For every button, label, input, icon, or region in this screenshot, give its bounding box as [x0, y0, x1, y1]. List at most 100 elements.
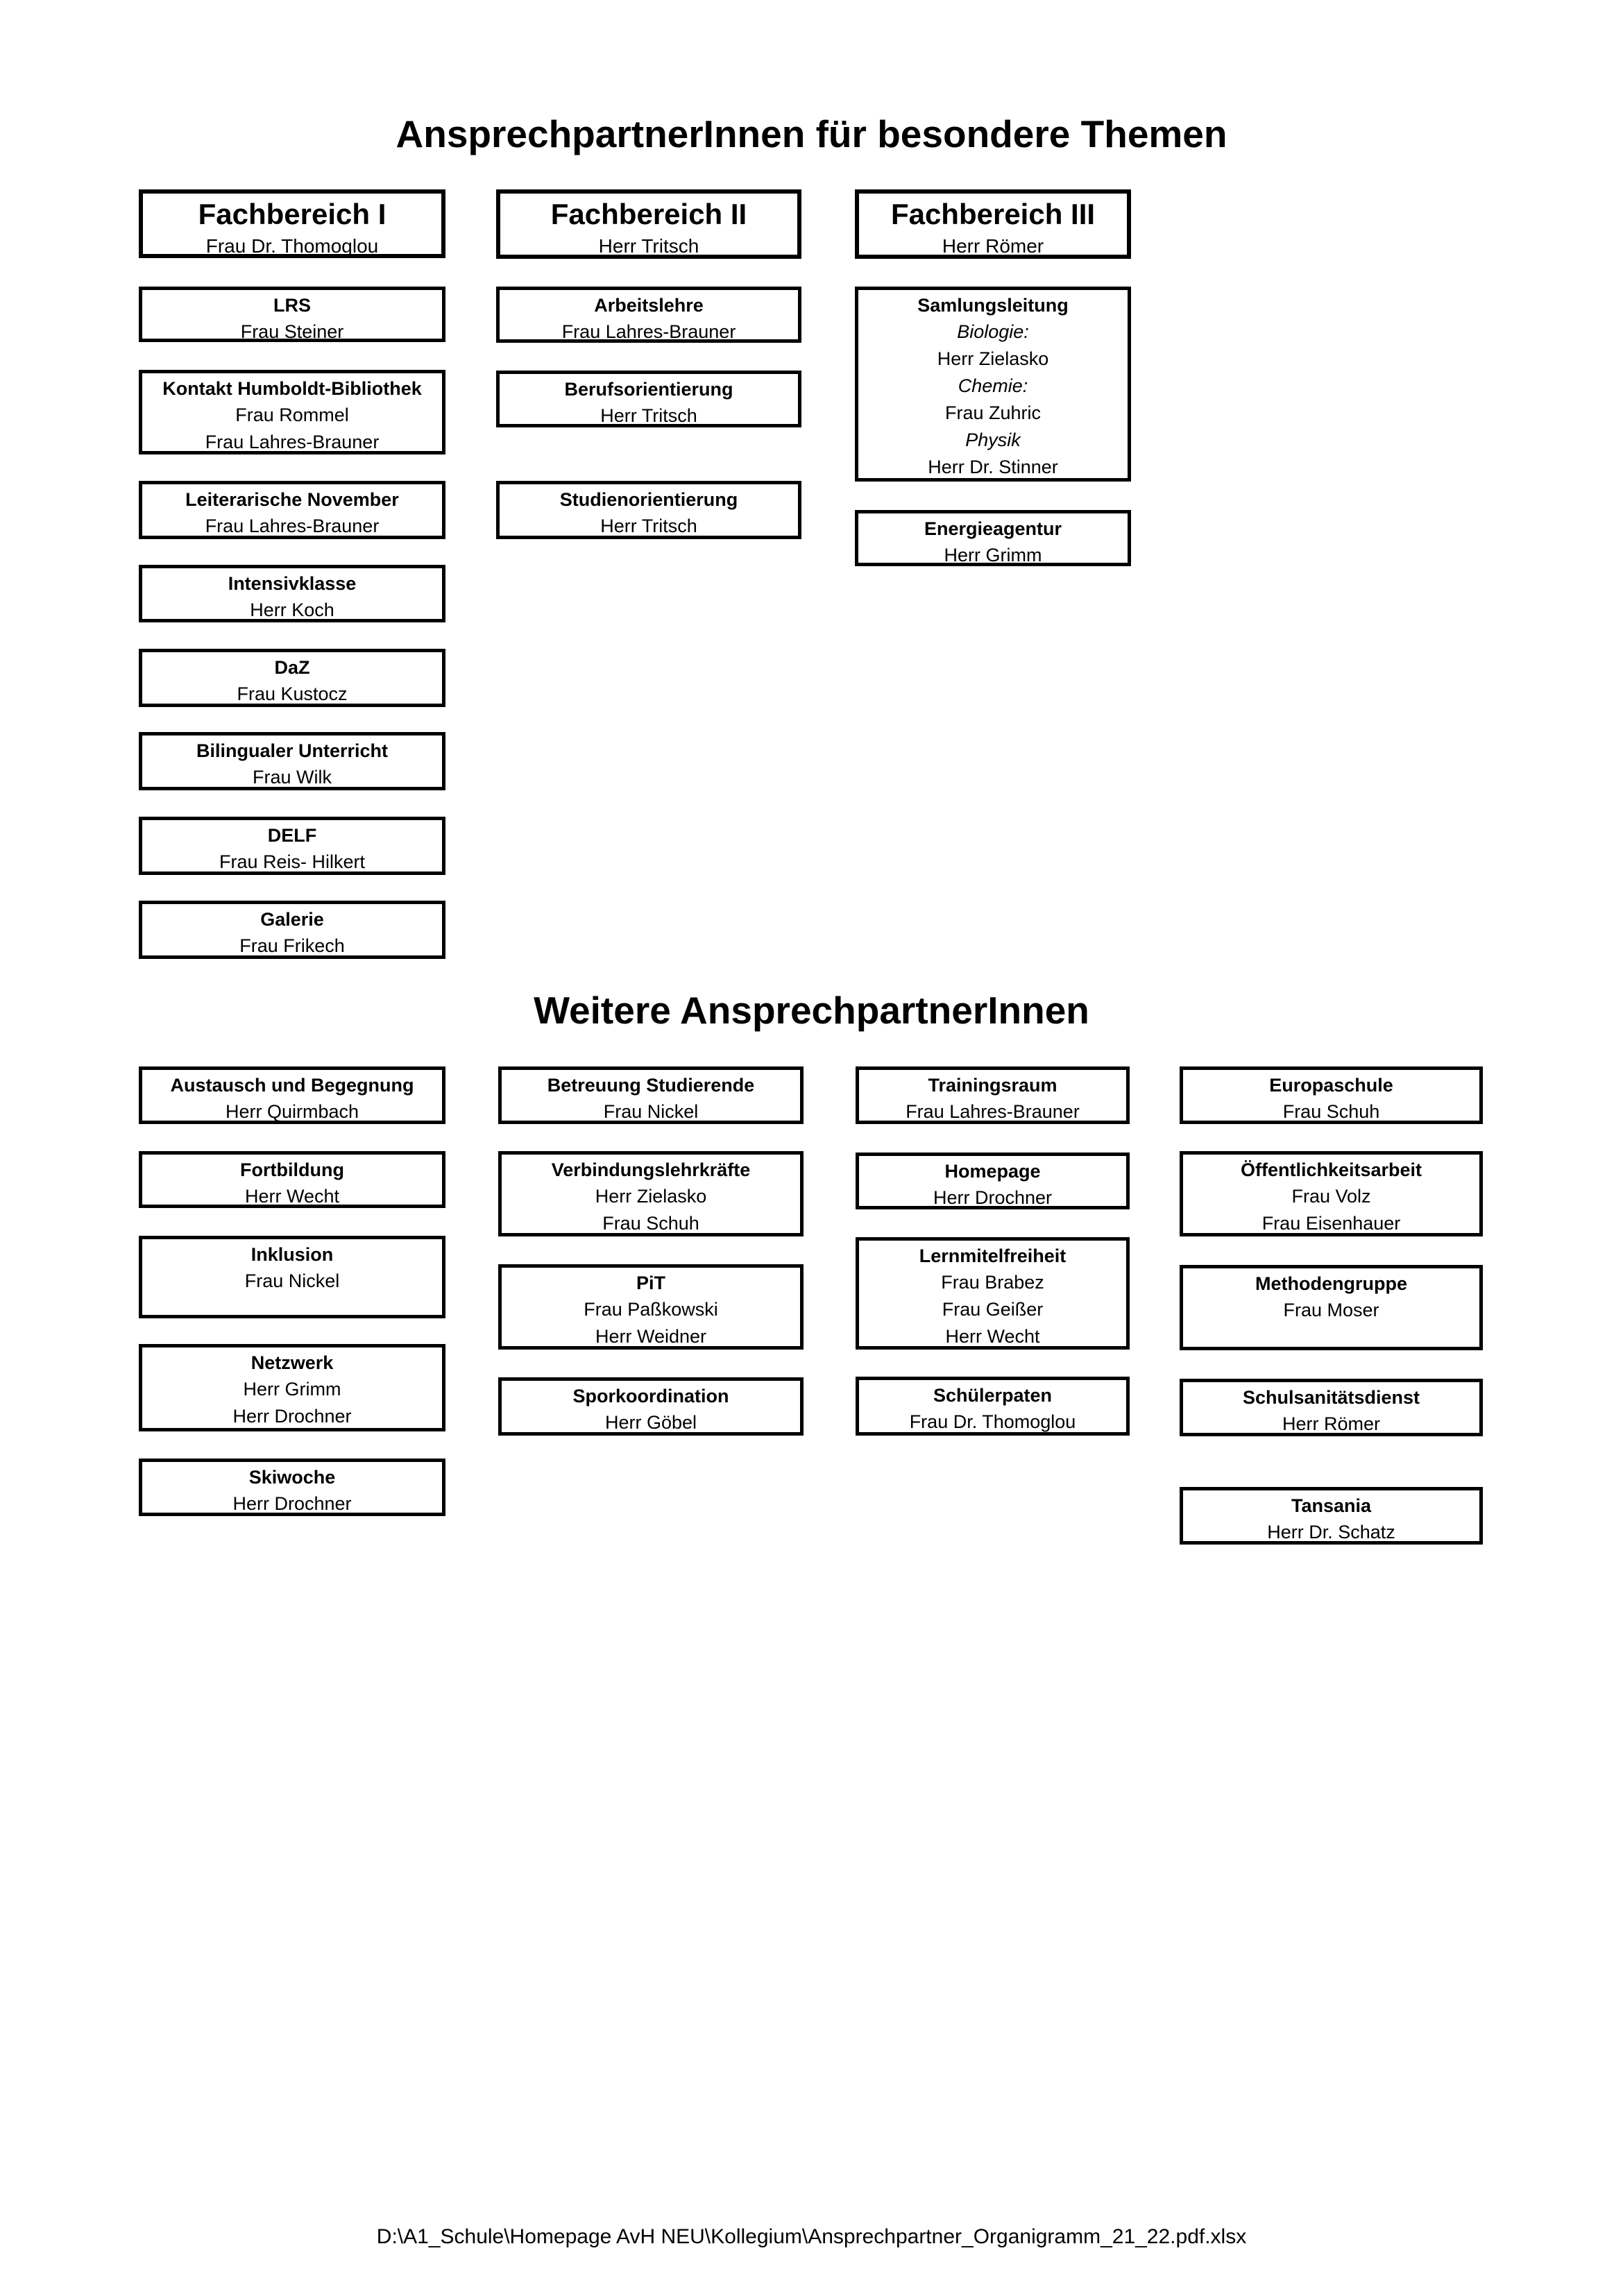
box-skiwoche: Skiwoche Herr Drochner: [139, 1459, 445, 1516]
person-name: Herr Römer: [942, 235, 1044, 257]
box-title: Trainingsraum: [928, 1075, 1057, 1096]
person-name: Herr Drochner: [232, 1406, 352, 1427]
person-name: Frau Eisenhauer: [1261, 1213, 1401, 1234]
box-title: Homepage: [944, 1161, 1041, 1182]
person-name: Frau Steiner: [240, 321, 344, 342]
person-name: Frau Wilk: [253, 767, 332, 788]
footer-file-path: D:\A1_Schule\Homepage AvH NEU\Kollegium\…: [376, 2225, 1247, 2248]
person-name: Herr Wecht: [244, 1186, 340, 1207]
box-title: Fachbereich III: [890, 198, 1096, 230]
person-name: Herr Drochner: [232, 1493, 352, 1514]
person-name: Frau Rommel: [235, 405, 349, 425]
box-samlungsleitung: Samlungsleitung Biologie: Herr Zielasko …: [855, 287, 1131, 482]
box-title: Berufsorientierung: [564, 379, 733, 400]
box-title: Sporkoordination: [572, 1386, 729, 1406]
person-name: Herr Zielasko: [595, 1186, 707, 1207]
person-name: Herr Göbel: [604, 1412, 697, 1433]
person-name: Frau Nickel: [244, 1270, 340, 1291]
box-inklusion: Inklusion Frau Nickel: [139, 1236, 445, 1318]
person-name: Frau Dr. Thomoglou: [909, 1411, 1076, 1432]
box-lernmitelfreiheit: Lernmitelfreiheit Frau Brabez Frau Geiße…: [856, 1237, 1130, 1350]
box-verbindungslehrkraefte: Verbindungslehrkräfte Herr Zielasko Frau…: [498, 1151, 804, 1236]
person-name: Herr Quirmbach: [225, 1101, 359, 1122]
person-name: Herr Römer: [1282, 1413, 1380, 1434]
box-title: Methodengruppe: [1255, 1273, 1407, 1294]
person-name: Frau Lahres-Brauner: [205, 432, 380, 452]
box-studienorientierung: Studienorientierung Herr Tritsch: [496, 481, 801, 539]
person-name: Herr Tritsch: [600, 405, 697, 426]
box-title: Skiwoche: [248, 1467, 336, 1488]
box-title: Studienorientierung: [559, 489, 738, 510]
box-title: PiT: [636, 1273, 665, 1293]
box-daz: DaZ Frau Kustocz: [139, 649, 445, 707]
box-title: Arbeitslehre: [594, 295, 704, 316]
box-pit: PiT Frau Paßkowski Herr Weidner: [498, 1264, 804, 1350]
box-kontakt-humboldt-bibliothek: Kontakt Humboldt-Bibliothek Frau Rommel …: [139, 370, 445, 454]
person-name: Herr Weidner: [595, 1326, 707, 1347]
box-galerie: Galerie Frau Frikech: [139, 901, 445, 959]
box-title: Öffentlichkeitsarbeit: [1240, 1159, 1422, 1180]
box-methodengruppe: Methodengruppe Frau Moser: [1180, 1265, 1483, 1350]
box-title: DELF: [267, 825, 317, 846]
box-title: Betreuung Studierende: [547, 1075, 755, 1096]
box-fachbereich-i: Fachbereich I Frau Dr. Thomoglou: [139, 189, 445, 258]
box-leiterarische-november: Leiterarische November Frau Lahres-Braun…: [139, 481, 445, 539]
box-fachbereich-iii: Fachbereich III Herr Römer: [855, 189, 1131, 259]
box-fortbildung: Fortbildung Herr Wecht: [139, 1151, 445, 1208]
box-title: LRS: [273, 295, 311, 316]
box-intensivklasse: Intensivklasse Herr Koch: [139, 565, 445, 622]
person-name: Herr Tritsch: [598, 235, 699, 257]
person-name: Herr Grimm: [944, 545, 1042, 566]
person-name: Herr Grimm: [243, 1379, 341, 1400]
box-title: Schulsanitätsdienst: [1242, 1387, 1420, 1408]
box-title: Fachbereich I: [198, 198, 386, 230]
box-oeffentlichkeitsarbeit: Öffentlichkeitsarbeit Frau Volz Frau Eis…: [1180, 1151, 1483, 1236]
person-name: Frau Schuh: [1282, 1101, 1380, 1122]
person-name: Herr Koch: [250, 599, 334, 620]
box-schulsanitaetsdienst: Schulsanitätsdienst Herr Römer: [1180, 1379, 1483, 1436]
page-title: AnsprechpartnerInnen für besondere Theme…: [396, 112, 1227, 155]
box-betreuung-studierende: Betreuung Studierende Frau Nickel: [498, 1066, 804, 1124]
box-europaschule: Europaschule Frau Schuh: [1180, 1066, 1483, 1124]
box-title: Samlungsleitung: [917, 295, 1069, 316]
subject-label: Chemie:: [958, 375, 1028, 396]
box-schuelerpaten: Schülerpaten Frau Dr. Thomoglou: [856, 1377, 1130, 1436]
person-name: Herr Wecht: [945, 1326, 1040, 1347]
box-title: Verbindungslehrkräfte: [551, 1159, 751, 1180]
person-name: Frau Frikech: [239, 935, 345, 956]
box-title: Intensivklasse: [228, 573, 357, 594]
person-name: Frau Lahres-Brauner: [561, 321, 736, 342]
person-name: Frau Lahres-Brauner: [205, 516, 380, 536]
box-austausch-und-begegnung: Austausch und Begegnung Herr Quirmbach: [139, 1066, 445, 1124]
box-arbeitslehre: Arbeitslehre Frau Lahres-Brauner: [496, 287, 801, 343]
box-bilingualer-unterricht: Bilingualer Unterricht Frau Wilk: [139, 732, 445, 790]
box-homepage: Homepage Herr Drochner: [856, 1153, 1130, 1209]
box-title: Europaschule: [1269, 1075, 1393, 1096]
box-title: Inklusion: [250, 1244, 334, 1265]
person-name: Herr Zielasko: [937, 348, 1049, 369]
person-name: Herr Tritsch: [600, 516, 697, 536]
box-title: Austausch und Begegnung: [170, 1075, 414, 1096]
person-name: Frau Schuh: [602, 1213, 699, 1234]
box-title: Kontakt Humboldt-Bibliothek: [162, 378, 422, 399]
page-title-secondary: Weitere AnsprechpartnerInnen: [534, 989, 1089, 1032]
box-title: DaZ: [274, 657, 310, 678]
subject-label: Biologie:: [957, 321, 1029, 342]
person-name: Frau Nickel: [603, 1101, 699, 1122]
person-name: Frau Reis- Hilkert: [219, 851, 366, 872]
person-name: Frau Dr. Thomoglou: [205, 235, 379, 257]
box-title: Fachbereich II: [550, 198, 747, 230]
box-title: Fortbildung: [240, 1159, 344, 1180]
box-delf: DELF Frau Reis- Hilkert: [139, 817, 445, 875]
box-berufsorientierung: Berufsorientierung Herr Tritsch: [496, 371, 801, 427]
person-name: Frau Geißer: [942, 1299, 1044, 1320]
box-lrs: LRS Frau Steiner: [139, 287, 445, 342]
subject-label: Physik: [965, 430, 1021, 450]
box-fachbereich-ii: Fachbereich II Herr Tritsch: [496, 189, 801, 259]
person-name: Herr Drochner: [933, 1187, 1053, 1208]
box-trainingsraum: Trainingsraum Frau Lahres-Brauner: [856, 1066, 1130, 1124]
box-title: Galerie: [260, 909, 324, 930]
person-name: Herr Dr. Stinner: [928, 457, 1058, 477]
box-sporkoordination: Sporkoordination Herr Göbel: [498, 1377, 804, 1436]
